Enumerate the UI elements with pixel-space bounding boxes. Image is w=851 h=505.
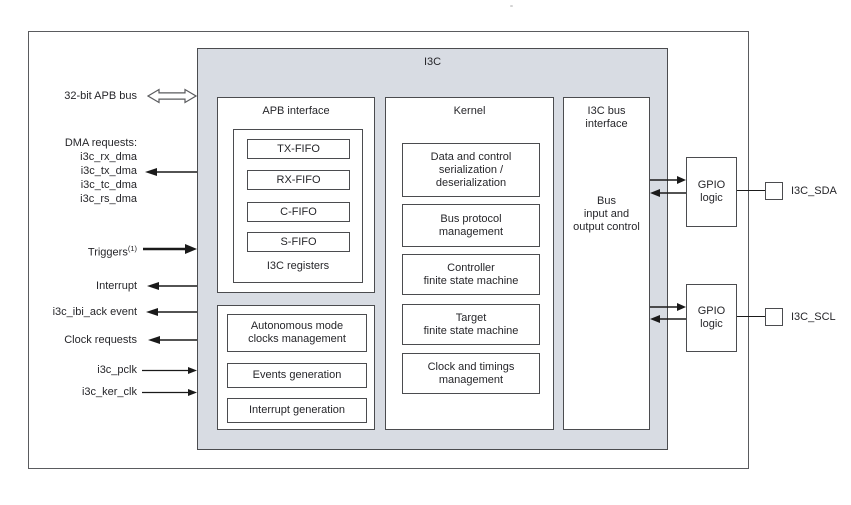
gpio-logic-scl-block: GPIO logic [686,284,737,352]
i3c-registers-block: TX-FIFO RX-FIFO C-FIFO S-FIFO I3C regist… [233,129,363,283]
sda-out-arrow-icon [650,176,686,184]
kernel-block: Kernel Data and control serialization / … [385,97,554,430]
support-blocks-container: Autonomous mode clocks management Events… [217,305,375,430]
i3c-title: I3C [423,56,442,68]
bus-protocol-block: Bus protocol management [402,204,540,247]
autonomous-clocks-block: Autonomous mode clocks management [227,314,367,352]
interrupt-out-arrow-icon [147,282,197,290]
triggers-in-arrow-icon [143,244,197,254]
tx-fifo-block: TX-FIFO [247,139,350,159]
interrupt-label: Interrupt [96,280,137,292]
s-fifo-block: S-FIFO [247,232,350,252]
gpio-logic-sda-block: GPIO logic [686,157,737,227]
dma-requests-label: DMA requests: [64,137,137,149]
ibi-ack-out-arrow-icon [146,308,197,316]
dma-signal-tc: i3c_tc_dma [80,179,137,191]
controller-fsm-block: Controller finite state machine [402,254,540,295]
events-generation-block: Events generation [227,363,367,388]
scl-out-arrow-icon [650,303,686,311]
dma-requests-group: DMA requests: i3c_rx_dma i3c_tx_dma i3c_… [28,136,137,206]
pclk-in-arrow-icon [142,367,197,374]
c-fifo-block: C-FIFO [247,202,350,222]
sda-pad-icon [765,182,783,200]
clock-requests-out-arrow-icon [148,336,197,344]
dma-signal-rx: i3c_rx_dma [80,151,137,163]
dma-signal-rs: i3c_rs_dma [80,193,137,205]
triggers-footnote: (1) [127,244,137,253]
scl-in-arrow-icon [650,315,686,323]
i3c-bus-interface-title: I3C bus interface [585,105,628,130]
clock-timings-block: Clock and timings management [402,353,540,394]
scl-pad-icon [765,308,783,326]
pclk-label: i3c_pclk [97,364,137,376]
bus-io-control-label: Bus input and output control [573,195,640,233]
i3c-bus-interface-block: I3C bus interface Bus input and output c… [563,97,650,430]
sda-pad-label: I3C_SDA [791,185,837,197]
stray-mark [510,5,513,7]
apb-bus-label: 32-bit APB bus [64,90,137,102]
interrupt-generation-block: Interrupt generation [227,398,367,423]
triggers-label: Triggers(1) [87,244,137,259]
ibi-ack-label: i3c_ibi_ack event [52,306,137,318]
apb-interface-title: APB interface [262,105,330,117]
rx-fifo-block: RX-FIFO [247,170,350,190]
sda-in-arrow-icon [650,189,686,197]
scl-pad-wire [737,316,765,318]
scl-pad-label: I3C_SCL [791,311,836,323]
sda-pad-wire [737,190,765,192]
clock-requests-label: Clock requests [64,334,137,346]
kernel-title: Kernel [453,105,486,117]
target-fsm-block: Target finite state machine [402,304,540,345]
ker-clk-label: i3c_ker_clk [81,386,137,398]
apb-interface-block: APB interface TX-FIFO RX-FIFO C-FIFO S-F… [217,97,375,293]
apb-bus-double-arrow-icon [147,88,197,104]
dma-signal-tx: i3c_tx_dma [80,165,137,177]
ker-clk-in-arrow-icon [142,389,197,396]
dma-out-arrow-icon [145,168,197,176]
serialization-block: Data and control serialization / deseria… [402,143,540,197]
i3c-registers-label: I3C registers [266,260,330,272]
